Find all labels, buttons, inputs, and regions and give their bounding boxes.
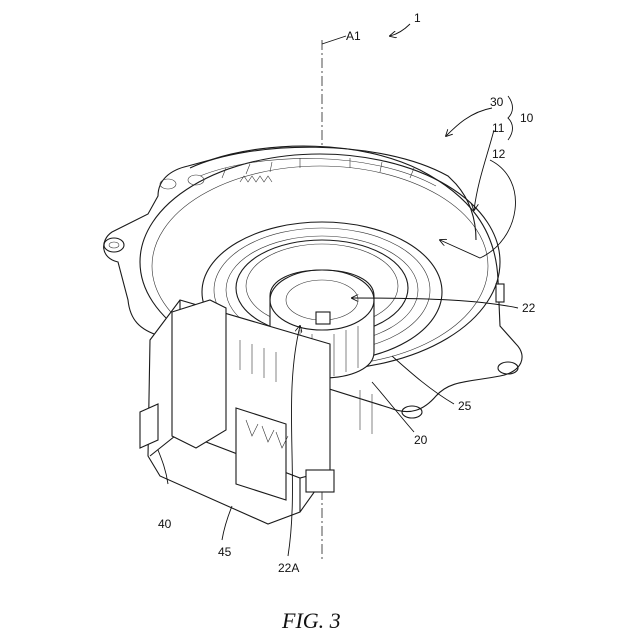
- ref-label-10: 10: [520, 111, 534, 125]
- figure-caption: FIG. 3: [281, 608, 341, 633]
- ref-label-22: 22: [522, 301, 536, 315]
- ref-label-20: 20: [414, 433, 428, 447]
- ref-label-1: 1: [414, 11, 421, 25]
- ref-label-12: 12: [492, 147, 506, 161]
- ref-label-45: 45: [218, 545, 232, 559]
- ref-label-11: 11: [492, 121, 505, 135]
- ref-label-25: 25: [458, 399, 472, 413]
- ref-label-22a: 22A: [278, 561, 299, 575]
- ref-label-a1: A1: [346, 29, 361, 43]
- ref-label-40: 40: [158, 517, 172, 531]
- ref-label-30: 30: [490, 95, 504, 109]
